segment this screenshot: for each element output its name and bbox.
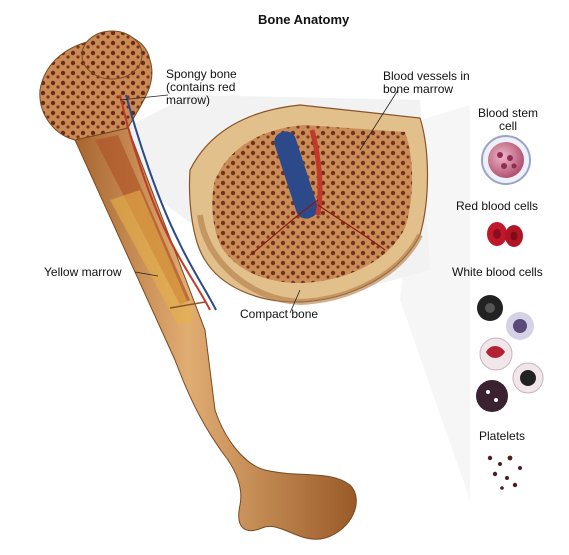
label-blood-vessels: Blood vessels in bone marrow bbox=[383, 69, 470, 96]
red-blood-cells-illustration bbox=[487, 222, 523, 247]
white-blood-cells-illustration bbox=[476, 295, 544, 412]
bone-vessels bbox=[119, 94, 217, 311]
label-blood-stem-cell: Blood stem cell bbox=[477, 106, 539, 133]
cutaway-block bbox=[188, 104, 429, 306]
label-white-blood-cells: White blood cells bbox=[452, 265, 543, 279]
leader-lines bbox=[119, 89, 399, 314]
blood-stem-cell-illustration bbox=[481, 135, 531, 185]
diagram-title: Bone Anatomy bbox=[258, 12, 350, 27]
label-spongy-bone: Spongy bone (contains red marrow) bbox=[166, 67, 237, 107]
platelets-illustration bbox=[487, 455, 522, 490]
label-compact-bone: Compact bone bbox=[240, 307, 319, 321]
label-yellow-marrow: Yellow marrow bbox=[44, 265, 122, 279]
label-red-blood-cells: Red blood cells bbox=[456, 199, 539, 213]
label-platelets: Platelets bbox=[479, 429, 526, 443]
